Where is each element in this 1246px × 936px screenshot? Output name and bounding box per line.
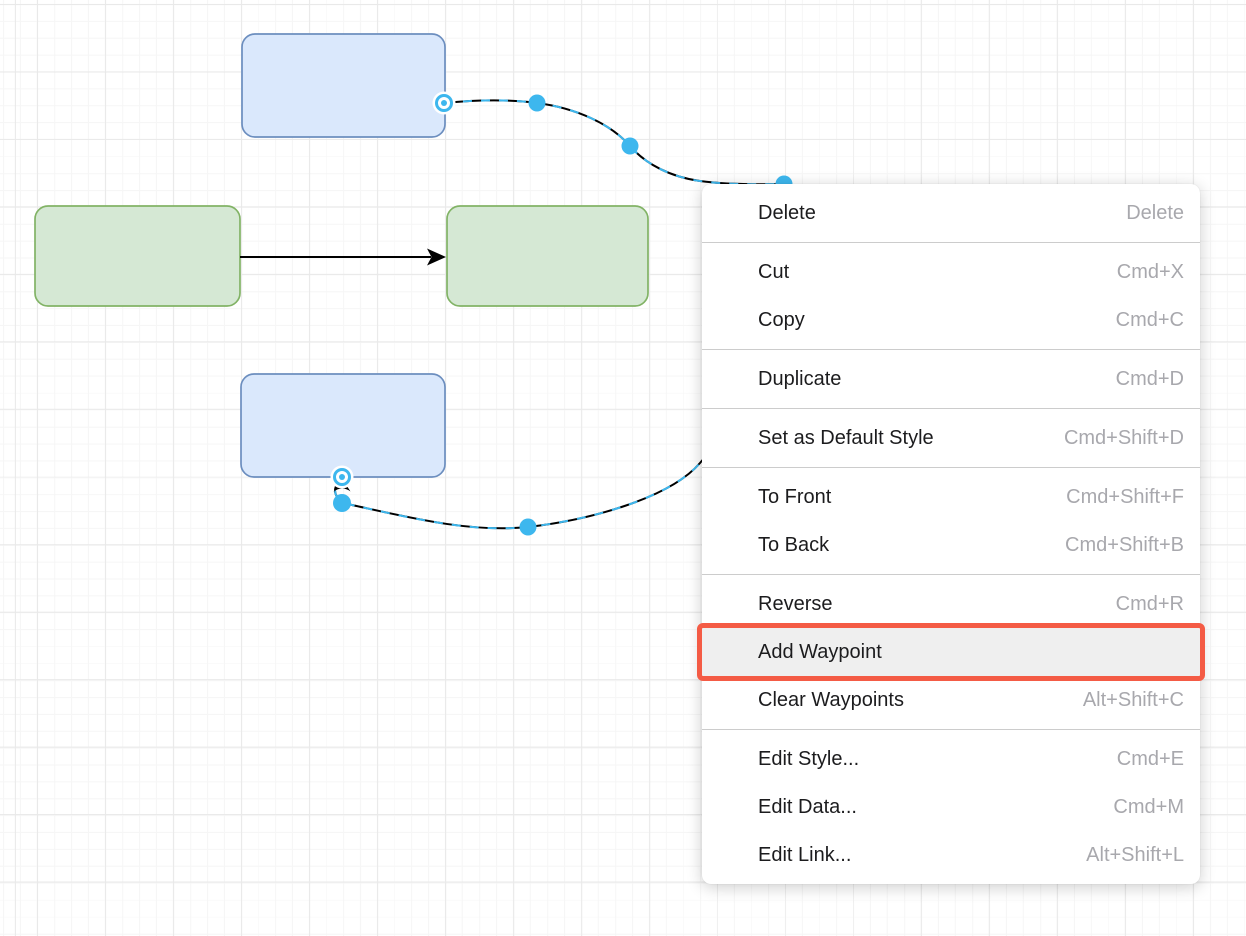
menu-item-label: Clear Waypoints	[758, 688, 904, 711]
waypoint-handle[interactable]	[528, 94, 546, 112]
menu-item-label: Cut	[758, 260, 790, 283]
menu-item-add-waypoint[interactable]: Add Waypoint	[697, 623, 1205, 681]
menu-item-shortcut: Cmd+M	[1113, 795, 1184, 818]
menu-item-reverse[interactable]: Reverse Cmd+R	[702, 580, 1200, 628]
waypoint-handle[interactable]	[519, 518, 537, 536]
menu-item-label: Edit Data...	[758, 795, 857, 818]
edge-plain-arrow[interactable]	[240, 248, 446, 266]
menu-separator	[702, 574, 1200, 575]
menu-item-label: To Front	[758, 485, 832, 508]
menu-item-shortcut: Cmd+R	[1115, 592, 1184, 615]
node-green-right[interactable]	[446, 205, 649, 307]
menu-item-cut[interactable]: Cut Cmd+X	[702, 248, 1200, 296]
menu-separator	[702, 242, 1200, 243]
menu-item-to-front[interactable]: To Front Cmd+Shift+F	[702, 473, 1200, 521]
menu-item-to-back[interactable]: To Back Cmd+Shift+B	[702, 521, 1200, 569]
menu-item-label: Edit Style...	[758, 747, 860, 770]
menu-item-copy[interactable]: Copy Cmd+C	[702, 296, 1200, 344]
menu-item-shortcut: Cmd+X	[1116, 260, 1184, 283]
menu-separator	[702, 349, 1200, 350]
menu-separator	[702, 729, 1200, 730]
menu-item-shortcut: Delete	[1126, 201, 1184, 224]
menu-item-shortcut: Cmd+Shift+D	[1063, 426, 1184, 449]
menu-item-shortcut: Cmd+Shift+B	[1065, 533, 1184, 556]
menu-item-shortcut: Alt+Shift+L	[1086, 843, 1184, 866]
menu-item-shortcut: Cmd+E	[1116, 747, 1184, 770]
waypoint-handle[interactable]	[621, 137, 639, 155]
menu-item-set-as-default-style[interactable]: Set as Default Style Cmd+Shift+D	[702, 414, 1200, 462]
menu-item-label: Duplicate	[758, 367, 842, 390]
menu-item-label: Set as Default Style	[758, 426, 934, 449]
menu-separator	[702, 467, 1200, 468]
node-blue-top[interactable]	[241, 33, 446, 138]
node-blue-bottom[interactable]	[240, 373, 446, 478]
menu-item-label: Edit Link...	[758, 843, 852, 866]
menu-item-duplicate[interactable]: Duplicate Cmd+D	[702, 355, 1200, 403]
menu-item-label: Add Waypoint	[758, 640, 882, 663]
waypoint-handle[interactable]	[333, 494, 351, 512]
menu-item-shortcut: Alt+Shift+C	[1082, 688, 1184, 711]
node-green-left[interactable]	[34, 205, 241, 307]
menu-item-edit-style[interactable]: Edit Style... Cmd+E	[702, 735, 1200, 783]
menu-item-shortcut: Cmd+C	[1115, 308, 1184, 331]
menu-item-shortcut: Cmd+D	[1115, 367, 1184, 390]
menu-item-label: Reverse	[758, 592, 833, 615]
context-menu: Delete Delete Cut Cmd+X Copy Cmd+C Dupli…	[697, 184, 1205, 884]
endpoint-dot-icon	[339, 474, 345, 480]
edge-endpoint-target[interactable]	[330, 465, 354, 489]
menu-item-label: To Back	[758, 533, 830, 556]
menu-item-edit-link[interactable]: Edit Link... Alt+Shift+L	[702, 831, 1200, 879]
endpoint-dot-icon	[441, 100, 447, 106]
menu-item-label: Delete	[758, 201, 816, 224]
edge-selection-dash-overlay	[334, 99, 855, 530]
edge-endpoint-source[interactable]	[432, 91, 456, 115]
menu-item-shortcut: Cmd+Shift+F	[1066, 485, 1184, 508]
menu-separator	[702, 408, 1200, 409]
menu-item-delete[interactable]: Delete Delete	[702, 189, 1200, 237]
menu-item-clear-waypoints[interactable]: Clear Waypoints Alt+Shift+C	[702, 676, 1200, 724]
arrowhead-icon	[427, 248, 446, 266]
menu-item-label: Copy	[758, 308, 805, 331]
menu-item-edit-data[interactable]: Edit Data... Cmd+M	[702, 783, 1200, 831]
